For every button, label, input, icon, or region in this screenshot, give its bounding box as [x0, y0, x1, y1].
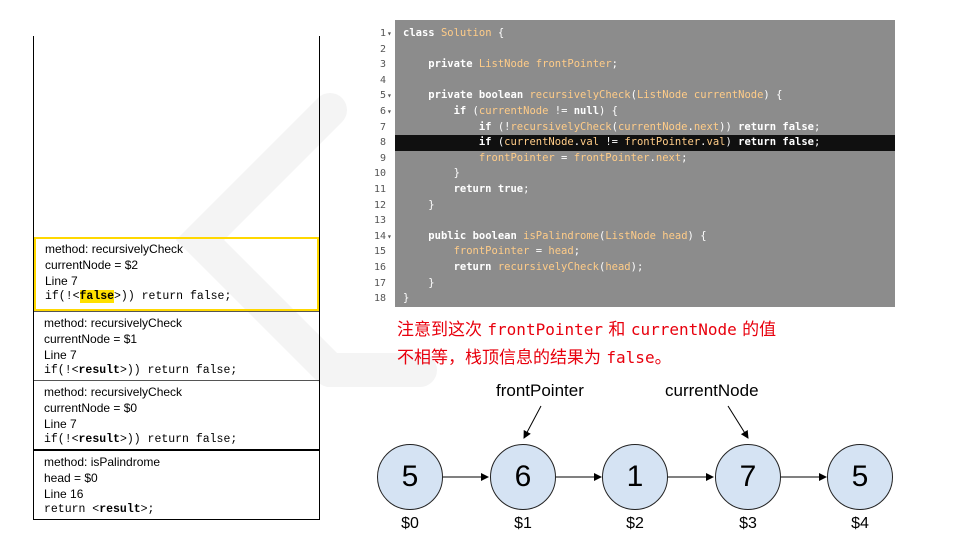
code-line: 18} [373, 292, 410, 305]
frame-result-value: false [79, 290, 115, 303]
frame-variable: currentNode = $2 [45, 258, 139, 272]
frame-line: Line 16 [44, 487, 84, 501]
list-node: 7 [715, 444, 781, 510]
code-line: 1▾class Solution { [360, 26, 895, 42]
stack-frame-bottom: method: isPalindrome head = $0 Line 16 r… [34, 449, 319, 520]
code-line: 12 } [373, 198, 435, 211]
frame-variable: currentNode = $0 [44, 401, 138, 415]
node-address: $0 [401, 515, 419, 532]
code-line: 3 private ListNode frontPointer; [379, 58, 618, 71]
code-line: 14▾ public boolean isPalindrome(ListNode… [360, 229, 895, 245]
list-node: 5 [377, 444, 443, 510]
code-line: 10 } [373, 167, 460, 180]
list-node: 5 [827, 444, 893, 510]
code-line: 5▾ private boolean recursivelyCheck(List… [360, 88, 895, 104]
code-line: 16 return recursivelyCheck(head); [373, 261, 644, 273]
call-stack: method: recursivelyCheck currentNode = $… [33, 36, 320, 520]
current-node-arrow [727, 405, 749, 439]
frame-method: method: recursivelyCheck [45, 242, 184, 256]
frame-variable: head = $0 [44, 471, 98, 485]
frame-code: return <result>; [44, 503, 155, 516]
frame-variable: currentNode = $1 [44, 332, 138, 346]
frame-line: Line 7 [44, 348, 77, 362]
code-editor: 1▾class Solution { 2 3 private ListNode … [360, 20, 895, 307]
code-line: 13 [373, 215, 386, 227]
node-address: $2 [626, 515, 644, 532]
explanation-note: 注意到这次 frontPointer 和 currentNode 的值 不相等，… [397, 320, 777, 368]
frame-method: method: recursivelyCheck [44, 385, 183, 399]
code-line: 2 [379, 43, 386, 55]
front-pointer-arrow [523, 405, 542, 439]
code-line: 17 } [373, 276, 435, 289]
code-line: 9 frontPointer = frontPointer.next; [379, 151, 688, 164]
fold-icon: ▾ [387, 91, 392, 101]
node-address: $4 [851, 515, 869, 532]
frame-line: Line 7 [45, 274, 78, 288]
front-pointer-label: frontPointer [496, 381, 584, 400]
code-line: 7 if (!recursivelyCheck(currentNode.next… [379, 120, 821, 133]
line-number-gutter [360, 20, 395, 307]
code-background [395, 20, 895, 307]
code-line: 15 frontPointer = head; [373, 245, 581, 258]
frame-code: if(!<result>)) return false; [44, 433, 238, 446]
list-node: 6 [490, 444, 556, 510]
code-line: 6▾ if (currentNode != null) { [360, 104, 895, 120]
fold-icon: ▾ [387, 29, 392, 38]
stack-frame: method: recursivelyCheck currentNode = $… [34, 311, 319, 380]
stack-frame-top: method: recursivelyCheck currentNode = $… [34, 237, 319, 311]
code-line: 4 [379, 74, 386, 86]
fold-icon: ▾ [387, 107, 392, 116]
node-address: $3 [739, 515, 757, 532]
fold-icon: ▾ [387, 231, 392, 241]
node-address: $1 [514, 515, 532, 532]
current-node-label: currentNode [665, 381, 759, 400]
frame-method: method: isPalindrome [44, 455, 161, 469]
code-line: 11 return true; [373, 183, 530, 195]
code-line-highlighted: 8 if (currentNode.val != frontPointer.va… [360, 135, 895, 151]
frame-code: if(!<result>)) return false; [44, 364, 238, 377]
stack-frame: method: recursivelyCheck currentNode = $… [34, 380, 319, 449]
frame-method: method: recursivelyCheck [44, 316, 183, 330]
frame-code: if(!<false>)) return false; [45, 290, 232, 303]
list-node: 1 [602, 444, 668, 510]
frame-line: Line 7 [44, 417, 77, 431]
